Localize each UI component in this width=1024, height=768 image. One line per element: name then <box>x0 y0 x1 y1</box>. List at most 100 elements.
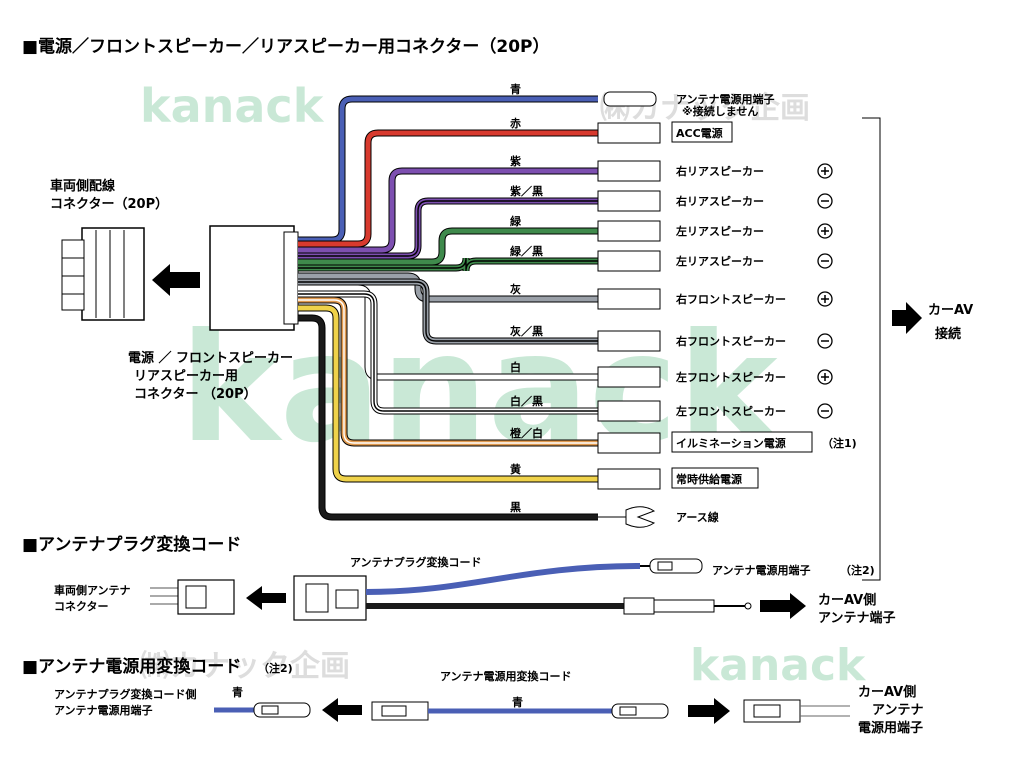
wire-color-label: 赤 <box>510 116 521 130</box>
wire-fill <box>298 130 598 247</box>
bullet-terminal-icon <box>603 91 657 107</box>
female-terminal-icon <box>597 160 661 182</box>
antenna-power-right-label-line3: 電源用端子 <box>858 720 923 736</box>
harness-connector-label-line3: コネクター （20P） <box>134 386 257 402</box>
female-terminal-icon <box>597 400 661 422</box>
female-terminal-icon <box>597 330 661 352</box>
terminal-note: （注1) <box>822 436 857 450</box>
female-terminal-icon <box>597 122 661 144</box>
female-terminal-icon <box>597 250 661 272</box>
arrow-right-icon <box>760 593 806 619</box>
wire-color-label: 灰／黒 <box>510 324 543 338</box>
wire-color-label: 白／黒 <box>510 394 543 408</box>
main-section-title: ■電源／フロントスピーカー／リアスピーカー用コネクター（20P） <box>22 36 550 57</box>
av-antenna-label-line2: アンテナ端子 <box>818 610 895 626</box>
wire-fill <box>298 168 598 253</box>
harness-connector-label-line1: 電源 ／ フロントスピーカー <box>128 350 293 366</box>
terminal-label: 右リアスピーカー <box>675 164 764 178</box>
antenna-power-terminal-label: アンテナ電源用端子 <box>712 563 811 577</box>
wire-color-label: 黄 <box>510 462 521 476</box>
car-av-label-line1: カーAV <box>928 303 973 318</box>
terminal-label: ACC電源 <box>676 126 723 140</box>
car-av-label-line2: 接続 <box>935 326 961 342</box>
antenna-plug-cord-label: アンテナプラグ変換コード <box>350 555 482 569</box>
wire-color-label: 青 <box>510 82 521 96</box>
female-terminal-icon <box>597 366 661 388</box>
wire-color-label: 緑 <box>510 214 522 228</box>
vehicle-connector-label-line1: 車両側配線 <box>50 178 116 194</box>
terminal-label-box <box>671 121 733 143</box>
female-terminal-icon <box>597 220 661 242</box>
terminal-label: 右フロントスピーカー <box>675 292 786 306</box>
wire-stripe <box>298 293 598 412</box>
harness-connector-label-line2: リアスピーカー用 <box>134 369 238 384</box>
wire-color-label: 紫／黒 <box>510 184 543 198</box>
terminal-label: 左リアスピーカー <box>675 224 764 238</box>
vehicle-antenna-label-line1: 車両側アンテナ <box>54 583 131 597</box>
antenna-power-terminal-note: （注2) <box>840 563 875 577</box>
terminal-label: 常時供給電源 <box>676 472 742 486</box>
wire-stripe <box>298 281 598 342</box>
vehicle-antenna-label-line2: コネクター <box>54 600 109 613</box>
wire-color-label: 橙／白 <box>510 426 543 440</box>
antenna-power-wire-color-mid: 青 <box>512 695 523 709</box>
wire-color-label: 紫 <box>510 154 521 168</box>
wire-fill <box>298 228 598 265</box>
watermark-company-bottom: ㈱カナック企画 <box>140 649 350 684</box>
terminal-label-line2: ※接続しません <box>682 104 758 118</box>
wire-stripe <box>298 257 598 272</box>
terminal-label-box <box>671 467 759 489</box>
wire-run: 赤 ACC電源 <box>298 116 733 248</box>
terminal-label: イルミネーション電源 <box>676 436 786 450</box>
antenna-plug-section-title: ■アンテナプラグ変換コード <box>22 534 241 555</box>
vehicle-connector-label-line2: コネクター（20P） <box>50 196 168 212</box>
female-terminal-icon <box>597 190 661 212</box>
wire-color-label: 白 <box>510 360 521 374</box>
wire-stripe <box>298 299 598 444</box>
vehicle-antenna-connector <box>150 579 235 615</box>
arrow-right-icon <box>688 698 730 724</box>
terminal-label: アース線 <box>676 510 719 524</box>
wire-color-label: 黒 <box>510 501 521 514</box>
ground-terminal-icon <box>598 506 656 528</box>
arrow-right-icon <box>892 302 922 334</box>
arrow-left-icon <box>322 698 362 722</box>
female-terminal-icon <box>597 468 661 490</box>
wire-fill <box>298 305 598 482</box>
antenna-power-section-note: （注2) <box>258 661 293 675</box>
female-terminal-icon <box>597 288 661 310</box>
wire-color-label: 緑／黒 <box>510 244 543 258</box>
av-antenna-label-line1: カーAV側 <box>818 592 876 608</box>
antenna-power-right-label-line2: アンテナ <box>872 703 923 718</box>
terminal-label: 左フロントスピーカー <box>675 404 786 418</box>
arrow-left-icon <box>152 264 200 296</box>
harness-connector <box>209 225 299 331</box>
terminal-label: 右フロントスピーカー <box>675 334 786 348</box>
wire-stripe <box>298 200 598 257</box>
antenna-power-left-label-line1: アンテナプラグ変換コード側 <box>54 687 197 701</box>
car-av-bracket <box>862 117 881 581</box>
wire-color-label: 灰 <box>510 282 521 296</box>
arrow-left-icon <box>246 586 286 610</box>
terminal-label: アンテナ電源用端子 <box>676 92 775 106</box>
female-terminal-icon <box>597 432 661 454</box>
antenna-power-cord-label: アンテナ電源用変換コード <box>440 669 572 683</box>
watermark-brand-bottom: kanack <box>690 640 867 691</box>
terminal-label-box <box>671 431 813 453</box>
terminal-label: 右リアスピーカー <box>675 194 764 208</box>
watermark-brand-top: kanack <box>140 79 325 133</box>
antenna-power-cord <box>214 698 850 724</box>
wire-fill <box>298 96 598 243</box>
wires-layer: 青アンテナ電源用端子※接続しません赤ACC電源紫右リアスピーカー紫／黒右リアスピ… <box>298 82 857 528</box>
